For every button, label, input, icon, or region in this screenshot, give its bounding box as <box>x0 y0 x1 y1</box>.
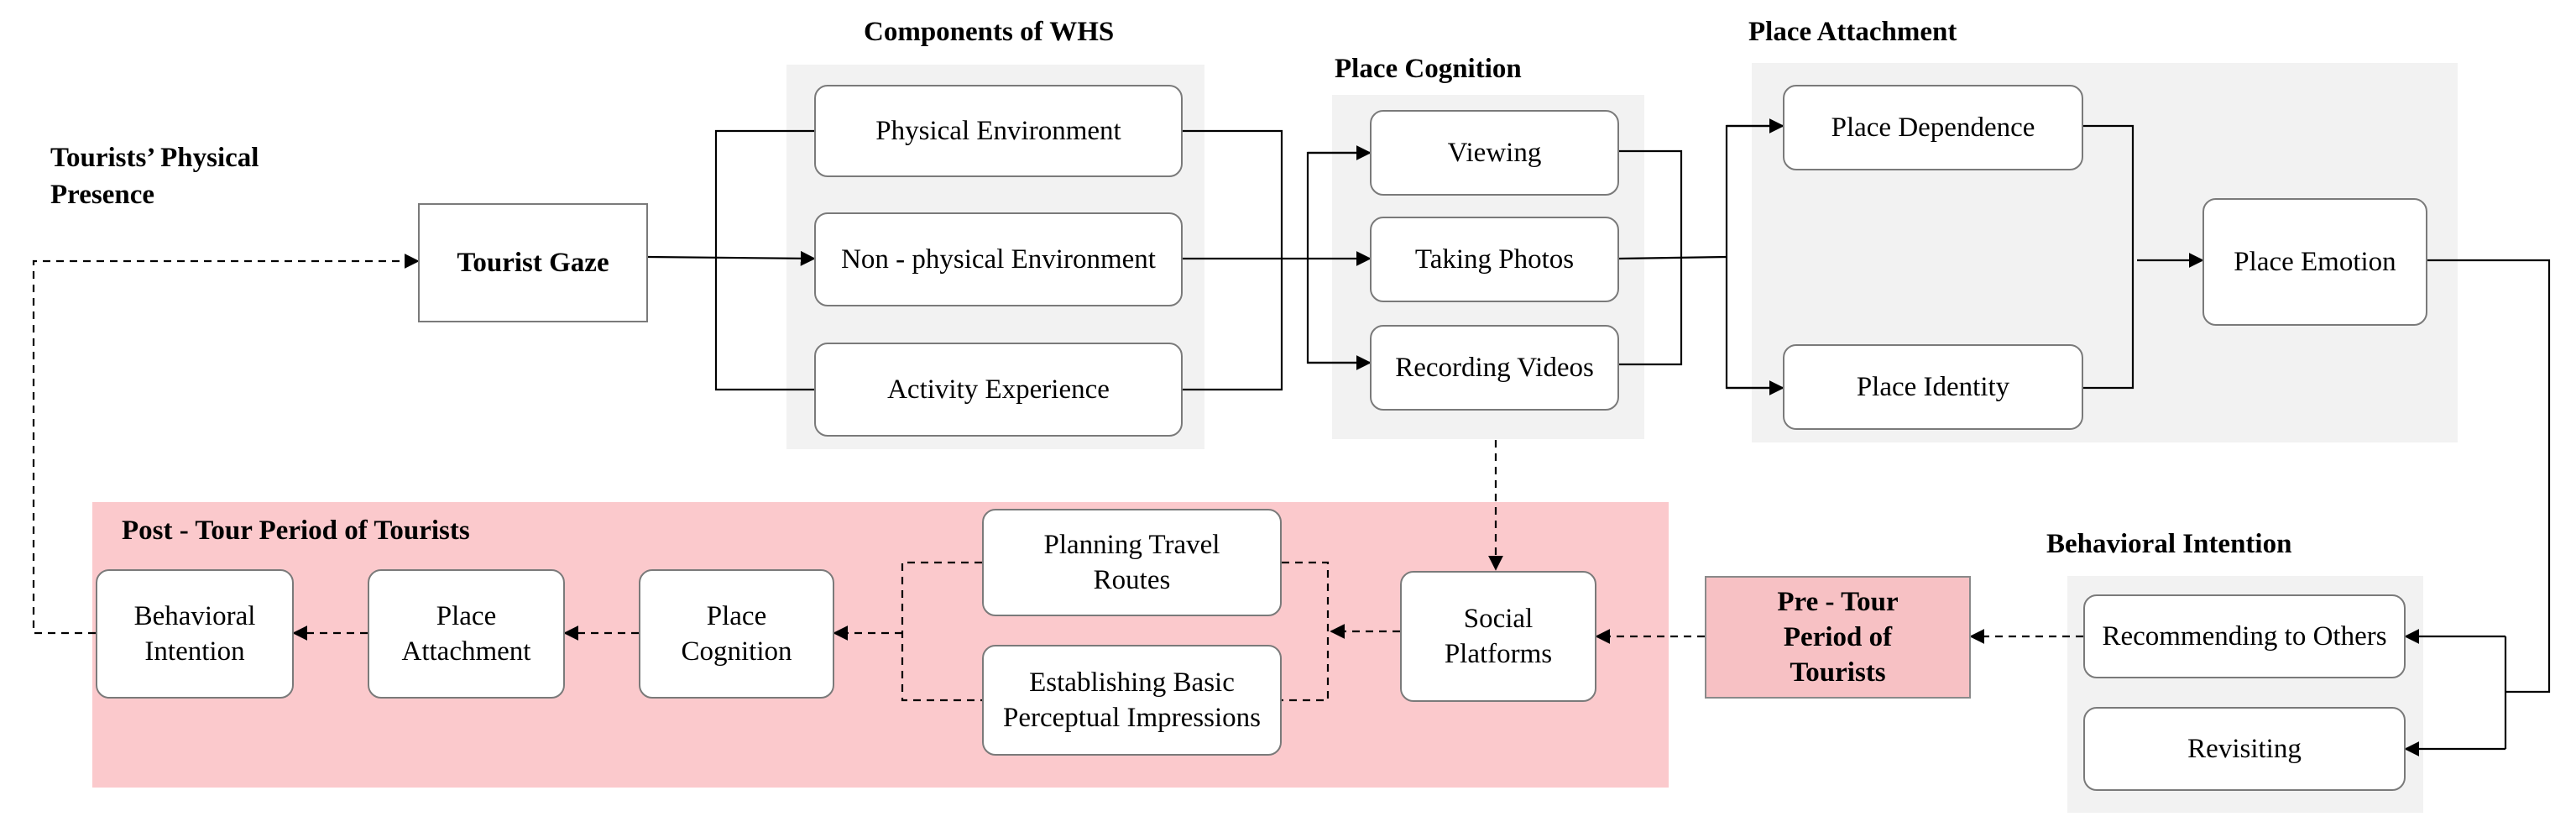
post-place-cognition-node: Place Cognition <box>639 569 834 699</box>
nonphysical-environment-node: Non - physical Environment <box>814 212 1183 306</box>
activity-experience-node: Activity Experience <box>814 343 1183 437</box>
viewing-node: Viewing <box>1370 110 1619 196</box>
behavioral-heading: Behavioral Intention <box>2046 529 2292 559</box>
basic-impressions-node: Establishing Basic Perceptual Impression… <box>982 645 1282 756</box>
attachment-heading: Place Attachment <box>1748 17 1957 47</box>
physical-presence-heading: Tourists’ Physical Presence <box>50 143 259 210</box>
place-emotion-node: Place Emotion <box>2202 198 2427 326</box>
components-heading: Components of WHS <box>864 17 1115 47</box>
post-behavioral-intention-node: Behavioral Intention <box>96 569 294 699</box>
recommending-node: Recommending to Others <box>2083 594 2406 678</box>
post-place-attachment-node: Place Attachment <box>368 569 565 699</box>
pre-tour-node: Pre - Tour Period of Tourists <box>1705 576 1971 699</box>
social-platforms-node: Social Platforms <box>1400 571 1596 702</box>
physical-environment-node: Physical Environment <box>814 85 1183 177</box>
tourist-gaze-node: Tourist Gaze <box>418 203 648 322</box>
place-dependence-node: Place Dependence <box>1783 85 2083 170</box>
planning-routes-node: Planning Travel Routes <box>982 509 1282 616</box>
revisiting-node: Revisiting <box>2083 707 2406 791</box>
place-identity-node: Place Identity <box>1783 344 2083 430</box>
post-tour-heading: Post - Tour Period of Tourists <box>122 516 470 546</box>
taking-photos-node: Taking Photos <box>1370 217 1619 302</box>
cognition-heading: Place Cognition <box>1335 54 1522 84</box>
recording-videos-node: Recording Videos <box>1370 325 1619 411</box>
